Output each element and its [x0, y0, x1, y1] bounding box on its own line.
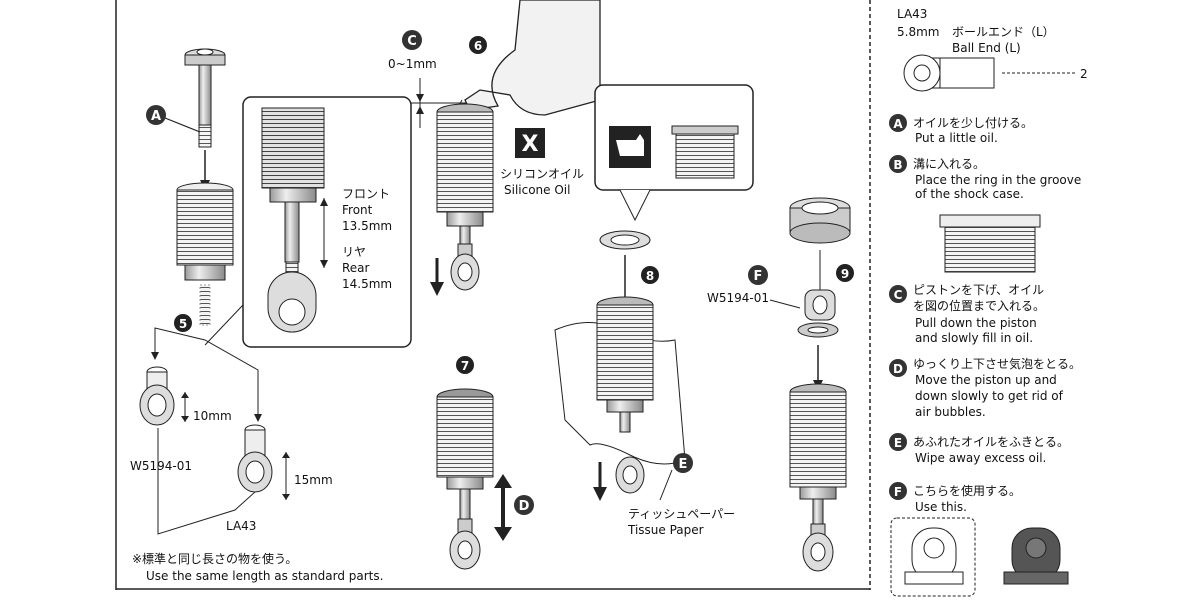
sidebar-name-jp: ボールエンド（L）: [952, 25, 1055, 39]
ball-end-step-9: [797, 289, 839, 338]
inset-rear-en: Rear: [342, 261, 370, 275]
note-a-badge: A: [889, 114, 907, 132]
detail-inset: [204, 96, 412, 348]
svg-text:E: E: [679, 457, 688, 472]
oil-bottle: [456, 0, 601, 121]
note-a-en: Put a little oil.: [915, 131, 998, 145]
inset-front-jp: フロント: [342, 187, 390, 201]
note-d-badge: D: [889, 359, 907, 377]
footnote-jp: ※標準と同じ長さの物を使う。: [132, 551, 297, 566]
correct-part-box: [890, 517, 976, 597]
groove-detail: [939, 214, 1041, 273]
svg-text:A: A: [893, 117, 903, 131]
step-8-badge: 8: [641, 266, 659, 284]
step-5-branch-lines: [154, 327, 259, 418]
inset-rear-length: 14.5mm: [342, 277, 392, 291]
svg-text:D: D: [893, 362, 903, 376]
svg-text:B: B: [893, 158, 902, 172]
ball-end-part-icon: [903, 54, 995, 92]
svg-text:C: C: [407, 34, 417, 49]
footnote-en: Use the same length as standard parts.: [146, 569, 383, 583]
wrong-part-icon: [1003, 527, 1069, 585]
marker-d-badge: D: [514, 495, 534, 515]
o-ring: [599, 230, 651, 250]
tissue-paper-en: Tissue Paper: [627, 523, 704, 537]
sidebar-size: 5.8mm: [897, 25, 939, 39]
step-5-badge: 5: [174, 314, 192, 332]
sidebar-part-code: LA43: [897, 7, 927, 21]
note-c-en-1: Pull down the piston: [915, 316, 1037, 330]
note-f-badge: F: [889, 482, 907, 500]
note-d-en-1: Move the piston up and: [915, 373, 1057, 387]
svg-text:8: 8: [646, 269, 654, 283]
inset-front-en: Front: [342, 203, 373, 217]
no-mark: X: [515, 128, 545, 158]
step-8-inset: [594, 84, 754, 222]
step5-dim-15mm: 15mm: [294, 473, 333, 487]
step-6-badge: 6: [469, 36, 487, 54]
shock-body-step-6: [436, 103, 494, 291]
shock-body-step-a: [176, 182, 234, 326]
step9-part-w5194: W5194-01: [707, 291, 769, 305]
note-b-jp: 溝に入れる。: [913, 157, 985, 171]
silicone-oil-jp: シリコンオイル: [500, 167, 584, 181]
step-7-badge: 7: [456, 356, 474, 374]
svg-text:D: D: [519, 499, 530, 514]
inset-front-length: 13.5mm: [342, 219, 392, 233]
svg-text:E: E: [894, 436, 902, 450]
svg-text:X: X: [522, 132, 539, 157]
svg-text:F: F: [894, 485, 902, 499]
note-e-badge: E: [889, 433, 907, 451]
shock-screw: [184, 48, 226, 148]
tissue-paper-jp: ティッシュペーパー: [628, 507, 735, 521]
marker-c-badge: C: [402, 30, 422, 50]
svg-text:9: 9: [841, 267, 849, 281]
inset-rear-jp: リヤ: [342, 245, 366, 259]
ball-end-15mm: [237, 424, 273, 493]
step-9-badge: 9: [836, 264, 854, 282]
note-b-en-1: Place the ring in the groove: [915, 173, 1081, 187]
note-d-en-3: air bubbles.: [915, 405, 986, 419]
note-b-en-2: of the shock case.: [915, 187, 1024, 201]
sidebar-name-en: Ball End (L): [952, 41, 1021, 55]
ball-end-10mm: [139, 366, 175, 426]
marker-a-leader: [164, 117, 201, 133]
shock-body-step-7: [436, 388, 494, 570]
marker-e-badge: E: [673, 453, 693, 473]
note-d-en-2: down slowly to get rid of: [915, 389, 1064, 403]
step5-part-w5194: W5194-01: [130, 459, 192, 473]
svg-text:6: 6: [474, 39, 482, 53]
step6-gap-label: 0~1mm: [388, 57, 437, 71]
svg-text:F: F: [754, 269, 763, 284]
note-c-jp-1: ピストンを下げ、オイル: [913, 283, 1044, 297]
note-c-jp-2: を図の位置まで入れる。: [913, 298, 1045, 313]
step5-part-la43: LA43: [226, 519, 256, 533]
note-e-jp: あふれたオイルをふきとる。: [913, 435, 1069, 449]
note-c-badge: C: [889, 285, 907, 303]
svg-text:7: 7: [461, 359, 469, 373]
shock-cap: [789, 197, 851, 244]
note-a-jp: オイルを少し付ける。: [913, 116, 1033, 130]
note-c-en-2: and slowly fill in oil.: [915, 331, 1033, 345]
note-b-badge: B: [889, 155, 907, 173]
silicone-oil-en: Silicone Oil: [504, 183, 570, 197]
svg-text:C: C: [894, 288, 903, 302]
marker-f-badge: F: [748, 265, 768, 285]
step5-dim-10mm: 10mm: [193, 409, 232, 423]
marker-a-badge: A: [146, 105, 166, 125]
note-e-en: Wipe away excess oil.: [915, 451, 1046, 465]
svg-text:A: A: [151, 109, 161, 124]
svg-text:5: 5: [179, 317, 187, 331]
sidebar-qty: 2: [1080, 67, 1088, 81]
shock-body-step-9: [789, 383, 847, 572]
note-d-jp: ゆっくり上下させ気泡をとる。: [913, 356, 1081, 371]
note-f-en: Use this.: [915, 500, 967, 514]
note-f-jp: こちらを使用する。: [913, 483, 1021, 498]
shock-body-step-8: [596, 296, 654, 494]
